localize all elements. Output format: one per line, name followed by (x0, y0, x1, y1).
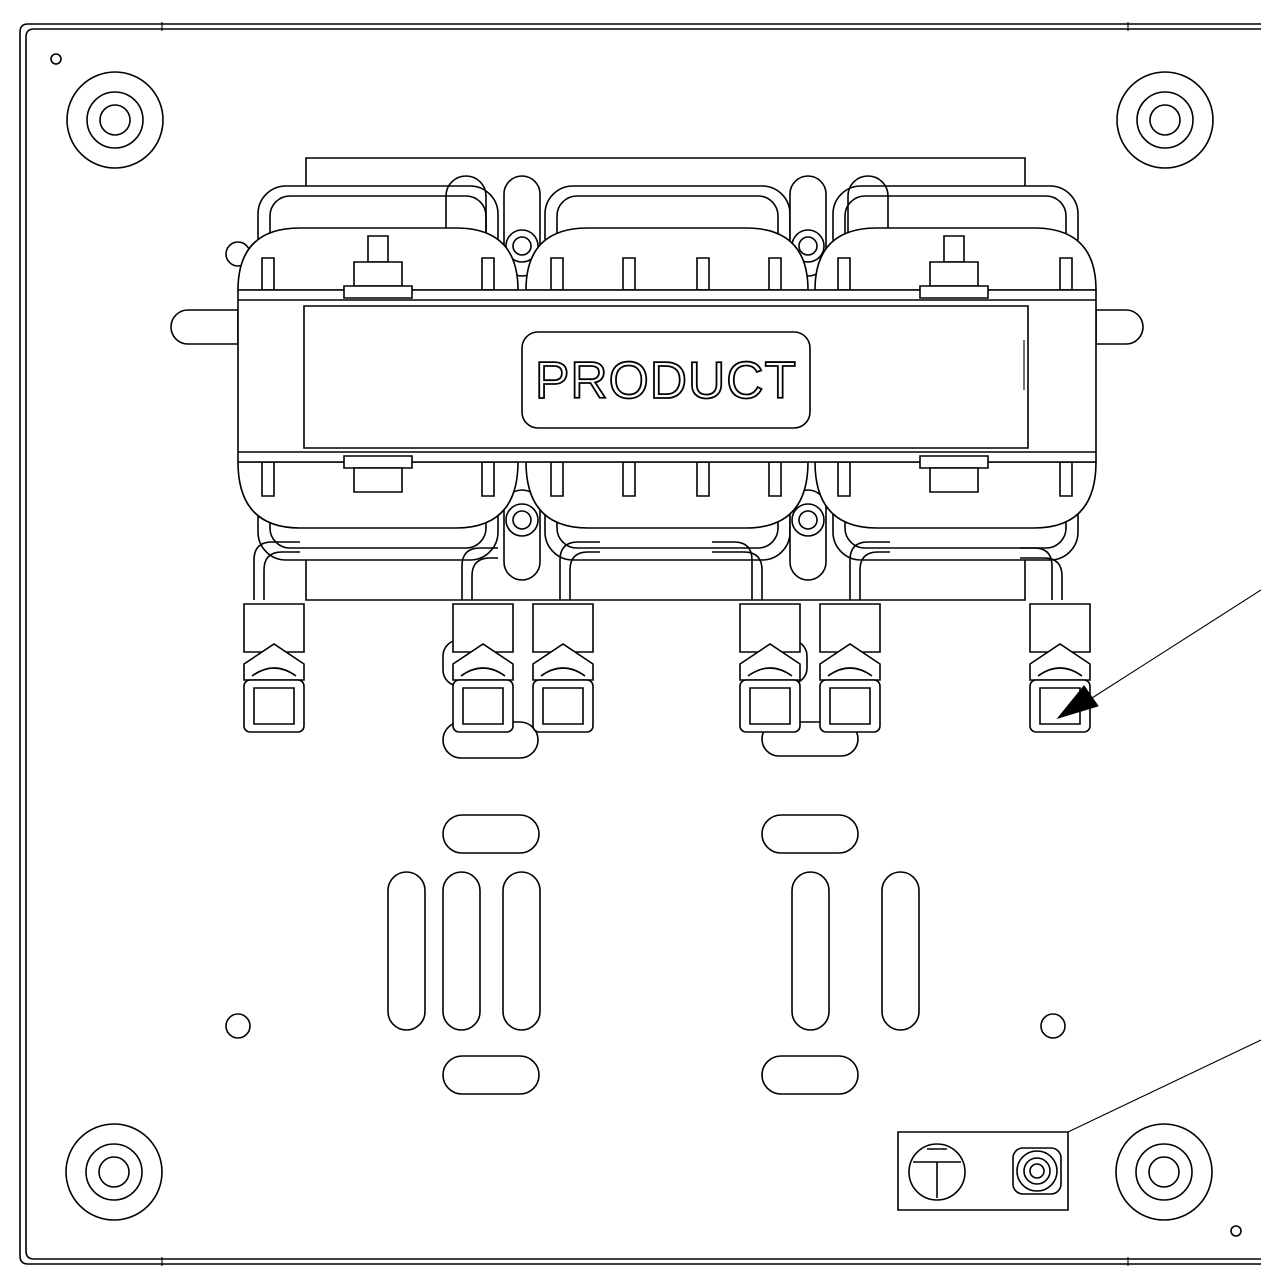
locator-hole-top-left (51, 54, 61, 64)
mount-bottom-left (66, 1124, 162, 1220)
clamp-bolts (344, 236, 988, 492)
terminal-lug-2 (453, 604, 513, 732)
ground-terminal-area (898, 1132, 1068, 1210)
protective-earth-ground-icon (909, 1144, 965, 1200)
mount-top-right (1117, 72, 1213, 168)
locator-hole-bottom-right (1231, 1226, 1241, 1236)
ground-stud-nut-icon (1013, 1148, 1061, 1194)
lead-wires (254, 542, 1062, 758)
terminal-lug-5 (820, 604, 880, 732)
terminal-lug-1 (244, 604, 304, 732)
product-label-plate: PRODUCT (522, 332, 810, 428)
core-clamp-ends (171, 310, 1143, 344)
terminal-lug-6 (1030, 604, 1090, 732)
callout-leaders (1058, 590, 1261, 1132)
ventilation-slots (388, 815, 919, 1094)
base-plate (20, 22, 1261, 1266)
product-label-text: PRODUCT (535, 352, 797, 410)
mounting-holes (226, 1014, 1065, 1038)
mount-top-left (67, 72, 163, 168)
terminal-lug-3 (533, 604, 593, 732)
mount-bottom-right (1116, 1124, 1212, 1220)
terminal-lug-4 (740, 604, 800, 732)
corner-mounts (66, 72, 1213, 1220)
terminal-lugs (244, 604, 1090, 732)
